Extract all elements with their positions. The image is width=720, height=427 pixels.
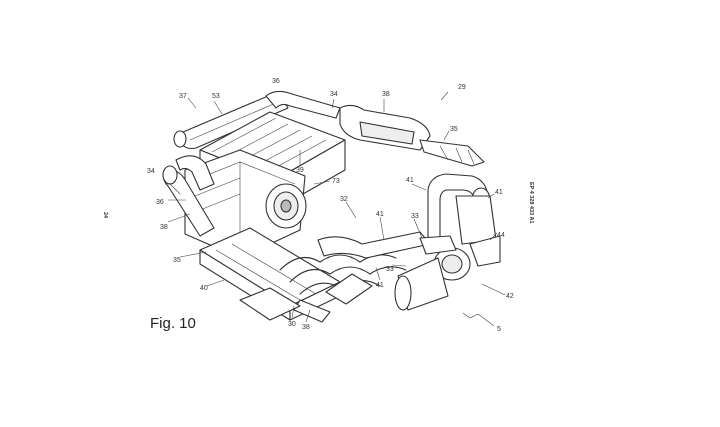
- ref-44: 44: [497, 232, 505, 239]
- turbocharger-42: [394, 235, 471, 311]
- ref-34-top: 34: [330, 91, 338, 98]
- ref-37: 37: [179, 93, 187, 100]
- ref-73: 73: [332, 178, 340, 185]
- ref-30: 30: [288, 321, 296, 328]
- ref-35-top: 35: [450, 126, 458, 133]
- upper-pipe-53: [173, 90, 341, 150]
- exhaust-runners: [239, 231, 431, 323]
- side-text-right: EP 4 328 433 A1: [528, 182, 534, 224]
- ref-38-left: 38: [160, 224, 168, 231]
- ref-40: 40: [200, 285, 208, 292]
- ref-35-left: 35: [173, 257, 181, 264]
- ref-38-top: 38: [382, 91, 390, 98]
- ref-41-d: 41: [495, 189, 503, 196]
- ref-32: 32: [340, 196, 348, 203]
- figure-caption: Fig. 10: [150, 315, 196, 332]
- ref-41-a: 41: [406, 177, 414, 184]
- ref-5: 5: [497, 326, 501, 333]
- ref-36-left: 36: [156, 199, 164, 206]
- ref-33-a: 33: [411, 213, 419, 220]
- ref-39: 39: [296, 167, 304, 174]
- side-text-left: 24: [102, 212, 108, 219]
- ref-41-c: 41: [376, 282, 384, 289]
- reference-labels: 29 5 36 37 53 34 38 35 39 73 34 36 38 32…: [147, 78, 514, 333]
- ref-33-b: 33: [386, 266, 394, 273]
- ref-34-left: 34: [147, 168, 155, 175]
- ref-53: 53: [212, 93, 220, 100]
- ref-36-top: 36: [272, 78, 280, 85]
- ref-42: 42: [506, 293, 514, 300]
- leader-lines: [167, 91, 506, 327]
- ref-41-b: 41: [376, 211, 384, 218]
- turbo-pipes-41: [427, 173, 501, 267]
- ref-38-bottom: 38: [302, 324, 310, 331]
- air-filter-38: [339, 104, 485, 167]
- left-manifold: [162, 155, 215, 237]
- ref-29: 29: [458, 84, 466, 91]
- engine-block-left: [184, 149, 307, 259]
